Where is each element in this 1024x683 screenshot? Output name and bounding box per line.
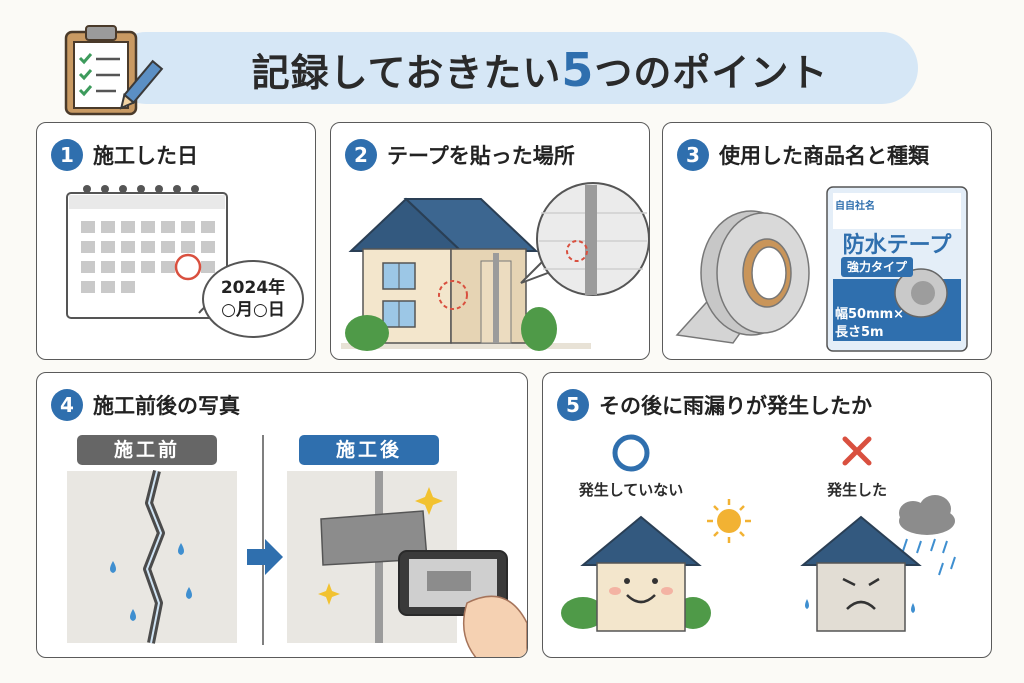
panel-3-header: 3 使用した商品名と種類	[677, 139, 929, 171]
panel-1-header: 1 施工した日	[51, 139, 198, 171]
package-type: 強力タイプ	[841, 257, 913, 277]
step-badge-1: 1	[51, 139, 83, 171]
date-bubble: 2024年 ○月○日	[207, 277, 299, 321]
panel-4-header: 4 施工前後の写真	[51, 389, 240, 421]
package-brand: 自自社名	[835, 201, 875, 212]
panel-5-label: その後に雨漏りが発生したか	[599, 394, 872, 418]
package-size-width: 幅50mm×	[835, 307, 905, 322]
step-badge-3: 3	[677, 139, 709, 171]
step-badge-5: 5	[557, 389, 589, 421]
leak-label: 発生した	[826, 481, 887, 499]
sun-icon	[707, 499, 751, 543]
package-size-length: 長さ5m	[835, 325, 884, 340]
panel-4-label: 施工前後の写真	[93, 394, 240, 418]
calendar-icon	[66, 185, 304, 338]
panel-1-date: 1 施工した日 2024年 ○月○日	[36, 122, 316, 360]
before-tag: 施工前	[77, 435, 217, 465]
circle-mark-icon	[612, 434, 650, 472]
arrow-right-icon	[247, 539, 283, 575]
title-part-1: 記録しておきたい	[251, 51, 562, 95]
date-bubble-year: 2024年	[220, 278, 286, 298]
date-bubble-day: ○月○日	[221, 300, 285, 320]
panel-3-product: 3 使用した商品名と種類 自自社名 防水テープ 強力タイプ 幅50mm× 長さ5…	[662, 122, 992, 360]
house-icon	[341, 182, 649, 351]
clipboard-checklist-icon	[64, 25, 164, 116]
rain-cloud-icon	[899, 495, 956, 576]
no-leak-label: 発生していない	[578, 481, 684, 499]
tape-roll-icon	[675, 210, 810, 344]
title-band	[110, 32, 918, 104]
after-tag: 施工後	[299, 435, 439, 465]
panel-2-label: テープを貼った場所	[387, 144, 575, 168]
title-number: 5	[561, 43, 595, 97]
tape-package-icon	[826, 186, 968, 352]
cross-mark-icon	[842, 436, 872, 466]
panel-5-header: 5 その後に雨漏りが発生したか	[557, 389, 872, 421]
title-part-2: つのポイント	[594, 51, 829, 95]
page-title: 記録しておきたい5つのポイント	[190, 44, 890, 96]
panel-1-label: 施工した日	[93, 144, 198, 168]
panel-5-leak: 5 その後に雨漏りが発生したか 発生していない 発生した	[542, 372, 992, 658]
panel-2-header: 2 テープを貼った場所	[345, 139, 575, 171]
leak-result-art	[561, 434, 956, 632]
panel-4-photos: 4 施工前後の写真 施工前 施工後	[36, 372, 528, 658]
step-badge-2: 2	[345, 139, 377, 171]
before-after-art	[67, 435, 527, 657]
panel-3-label: 使用した商品名と種類	[719, 144, 929, 168]
package-name: 防水テープ	[842, 233, 952, 258]
panel-2-location: 2 テープを貼った場所	[330, 122, 650, 360]
step-badge-4: 4	[51, 389, 83, 421]
